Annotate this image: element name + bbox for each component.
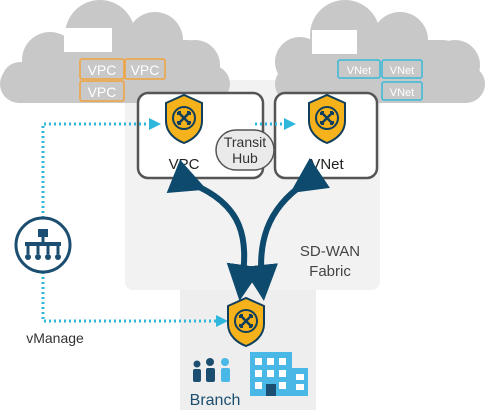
transit-hub-label-2: Hub	[232, 150, 258, 166]
vnet-tag-3: VNet	[381, 81, 423, 101]
vpc-tag-3: VPC	[79, 80, 125, 102]
left-cloud	[0, 0, 230, 103]
vmanage-network-hierarchy-icon	[14, 216, 72, 274]
vpc-router-label: VPC	[169, 156, 200, 173]
right-cloud-label-box	[312, 30, 357, 54]
fabric-arrows	[166, 158, 330, 301]
branch-router-shield-icon	[227, 296, 265, 348]
transit-hub: Transit Hub	[215, 129, 275, 171]
vpc-tag-2-label: VPC	[131, 62, 160, 78]
vmanage-label: vManage	[26, 330, 84, 346]
vpc-router-shield-icon	[165, 93, 203, 145]
vnet-tag-2-label: VNet	[390, 65, 414, 77]
vnet-router-label: VNet	[310, 156, 344, 173]
branch-label: Branch	[190, 392, 241, 409]
vnet-tag-1: VNet	[337, 59, 381, 79]
fabric-label-1: SD-WAN	[300, 243, 360, 260]
vpc-tag-2: VPC	[124, 58, 166, 80]
fabric-label-2: Fabric	[309, 263, 351, 280]
vnet-tag-2: VNet	[381, 59, 423, 79]
vpc-tag-1: VPC	[79, 58, 125, 80]
transit-hub-label-1: Transit	[224, 134, 266, 150]
left-cloud-label-box	[64, 28, 112, 52]
vnet-tag-1-label: VNet	[347, 65, 371, 77]
people-icon	[193, 358, 230, 382]
vmanage-connections	[41, 118, 296, 327]
building-icon	[250, 352, 308, 396]
right-cloud	[275, 0, 485, 103]
vpc-tag-1-label: VPC	[88, 62, 117, 78]
vpc-tag-3-label: VPC	[88, 84, 117, 100]
vnet-router-shield-icon	[308, 93, 346, 145]
vnet-tag-3-label: VNet	[390, 87, 414, 99]
